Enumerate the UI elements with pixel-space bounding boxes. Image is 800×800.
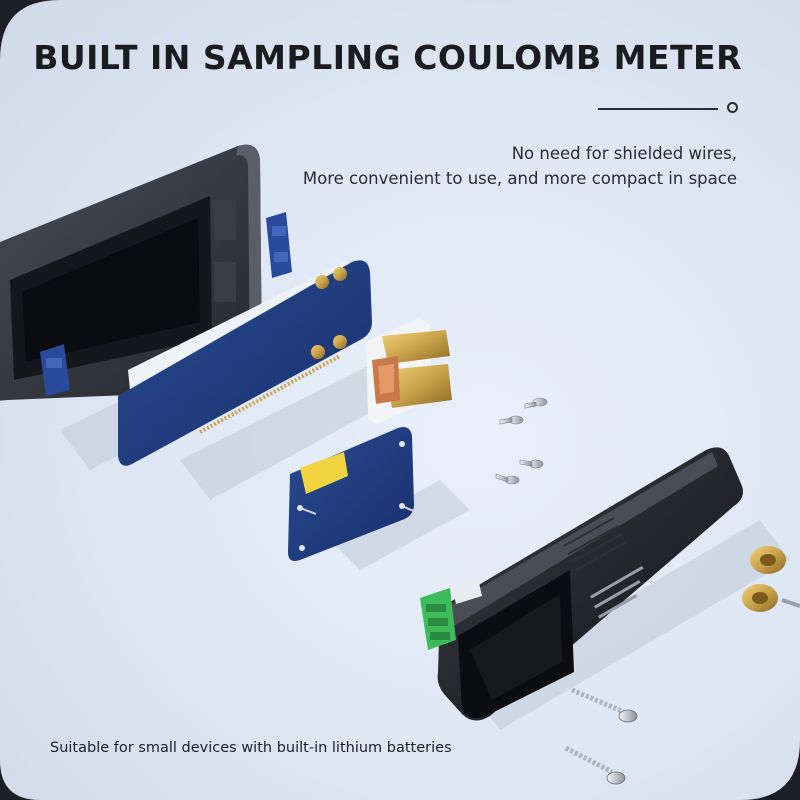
screw-2: [499, 415, 524, 425]
long-screw-1: [571, 687, 638, 723]
coulomb-meter-body: [437, 447, 743, 721]
mounting-clip-right: [266, 212, 292, 278]
shunt-terminal-block: [366, 318, 452, 424]
small-screws: [495, 397, 548, 485]
screw-4: [495, 473, 520, 485]
long-screws: [564, 687, 638, 785]
green-terminal-connector: [420, 578, 482, 650]
brass-terminal-nuts: [742, 546, 800, 612]
feature-line-1: No need for shielded wires,: [511, 144, 737, 163]
decorative-circle-icon: [727, 102, 738, 113]
feature-line-2: More convenient to use, and more compact…: [302, 169, 737, 188]
sampling-pcb-board: [288, 427, 417, 561]
page-title: BUILT IN SAMPLING COULOMB METER: [33, 38, 742, 77]
feature-description: No need for shielded wires, More conveni…: [303, 141, 737, 191]
display-pcb-board: [118, 260, 372, 466]
screw-3: [519, 459, 544, 469]
mounting-clip-left: [40, 344, 70, 396]
usage-note: Suitable for small devices with built-in…: [50, 740, 452, 756]
long-screw-2: [564, 745, 626, 785]
decorative-line: [598, 108, 718, 110]
screw-1: [524, 397, 548, 409]
